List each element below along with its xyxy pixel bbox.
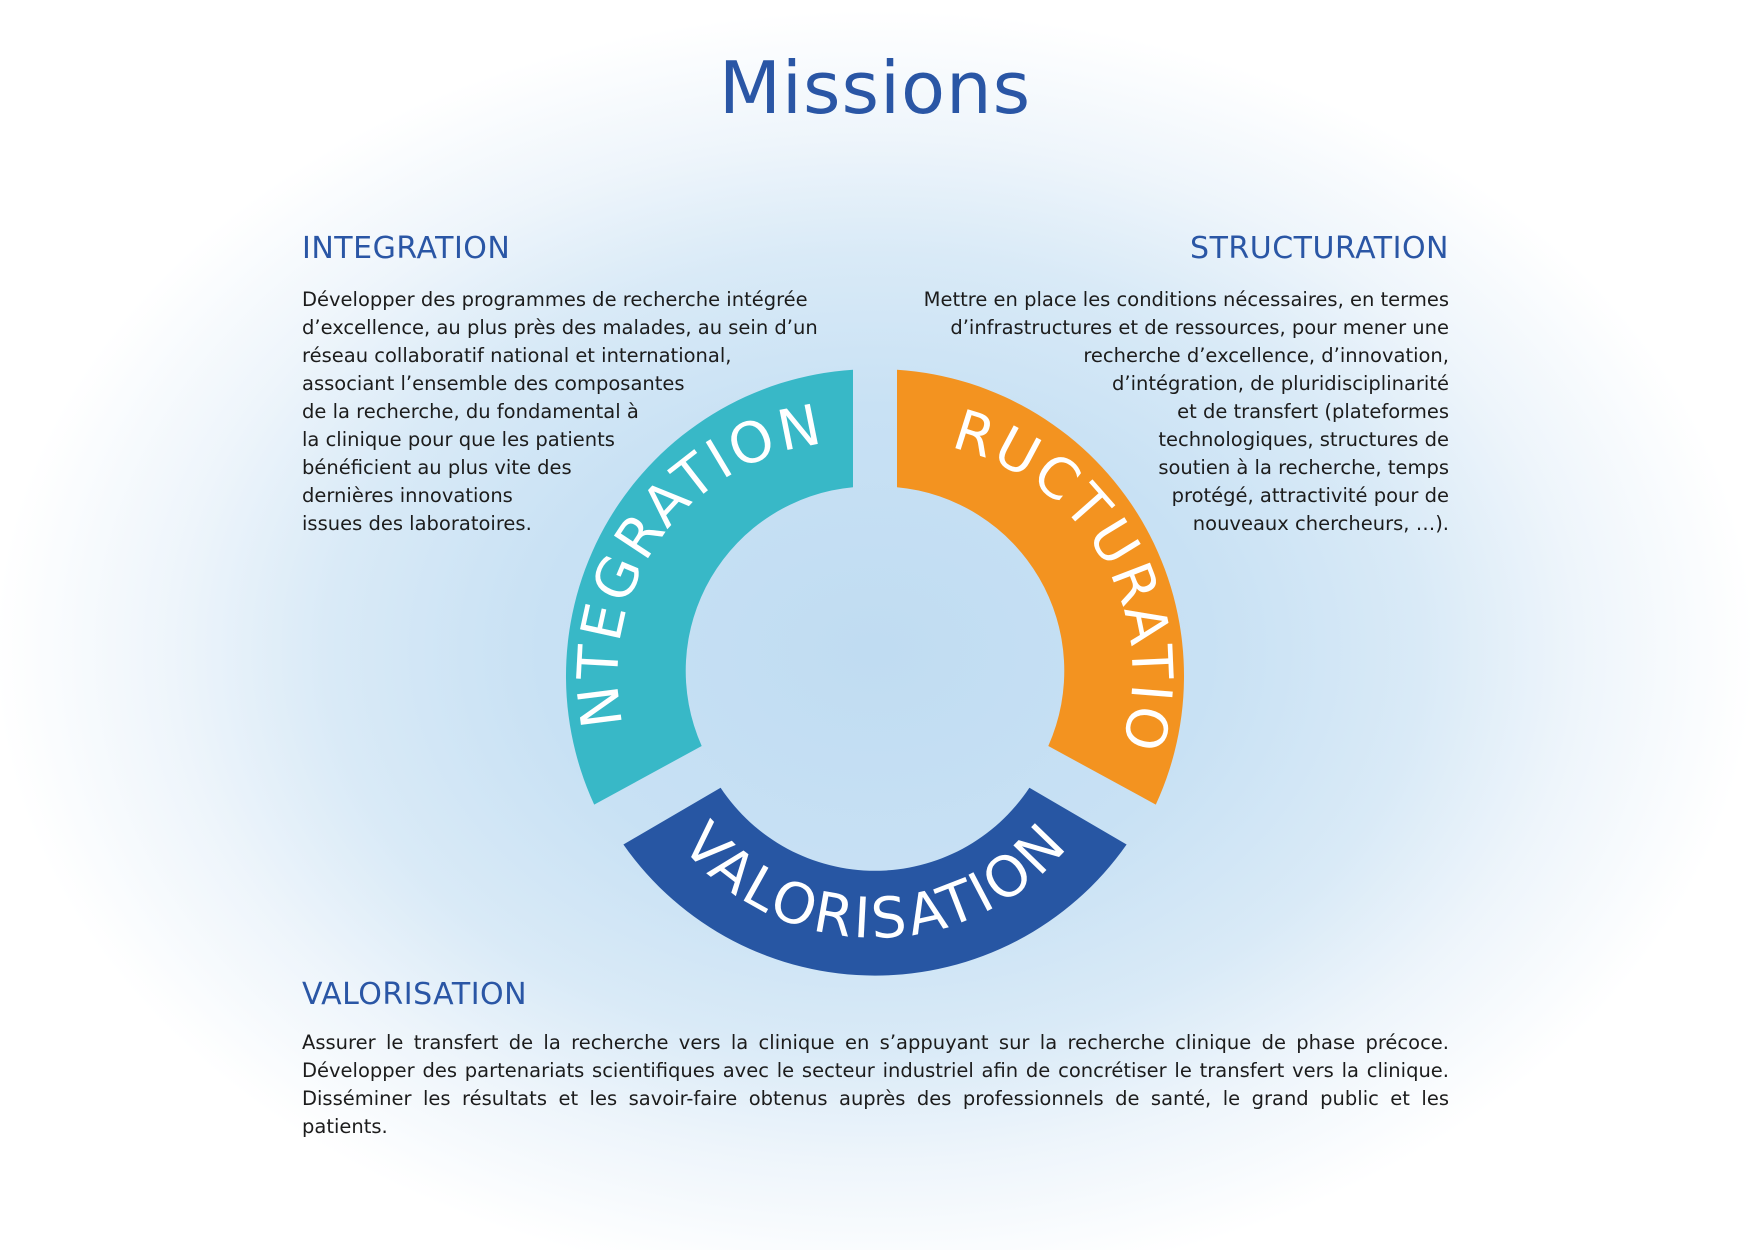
integration-segment-label: INTEGRATION — [0, 0, 829, 732]
page-title: Missions — [718, 46, 1032, 130]
valorisation-segment — [623, 787, 1127, 976]
valorisation-description: Assurer le transfert de la recherche ver… — [302, 1031, 1449, 1138]
valorisation-heading: VALORISATION — [302, 977, 528, 1012]
structuration-description: Mettre en place les conditions nécessair… — [923, 288, 1449, 535]
integration-description: Développer des programmes de recherche i… — [302, 288, 818, 535]
structuration-heading: STRUCTURATION — [1190, 231, 1449, 266]
structuration-segment — [897, 369, 1185, 805]
integration-heading: INTEGRATION — [302, 231, 511, 266]
integration-segment — [565, 369, 853, 805]
